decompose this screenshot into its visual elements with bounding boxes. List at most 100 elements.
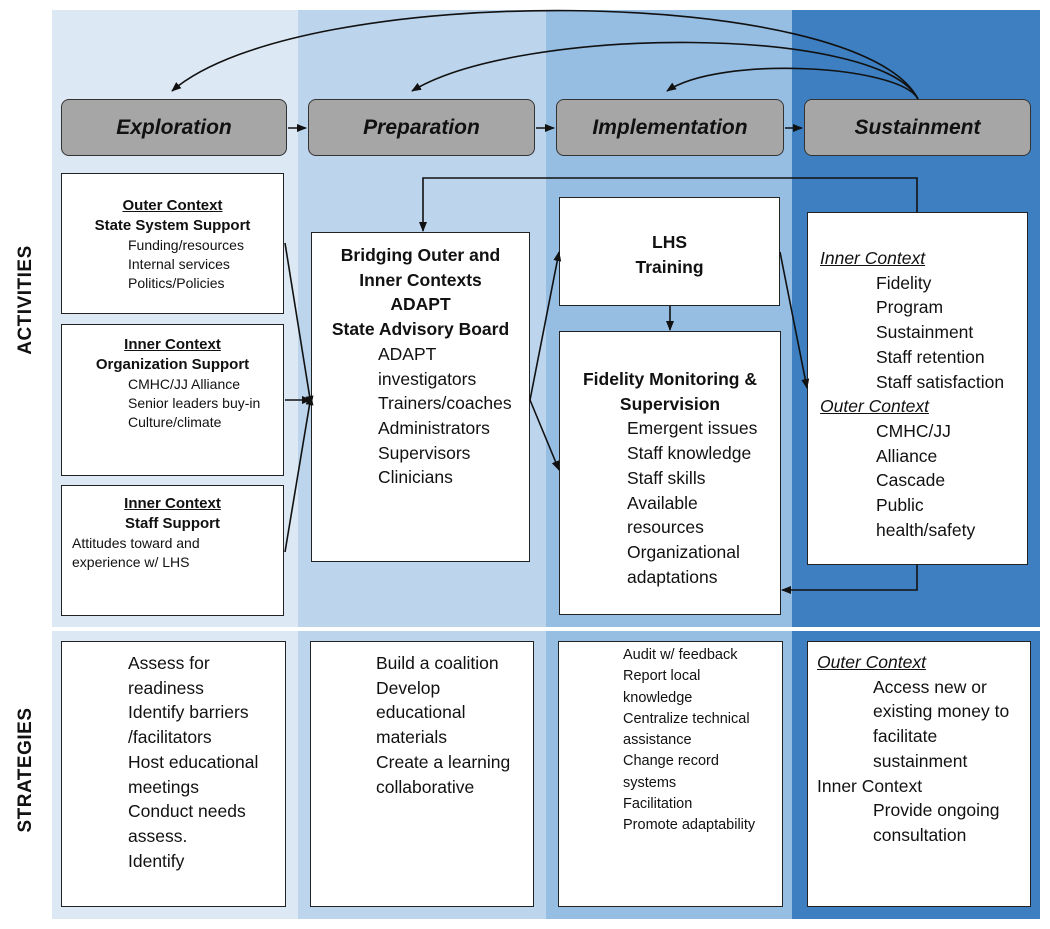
box-heading: Training <box>635 256 704 277</box>
fidelity-monitoring-box: Fidelity Monitoring & Supervision Emerge… <box>559 331 781 615</box>
box-subheading: State System Support <box>94 217 251 234</box>
inner-context-heading: Inner Context <box>820 248 926 268</box>
list-item: materials <box>376 727 447 748</box>
inner-context-heading: Inner Context <box>817 775 923 796</box>
list-item: Senior leaders buy-in <box>128 395 261 411</box>
list-item: Available <box>627 492 698 513</box>
box-subheading: Organization Support <box>95 356 250 373</box>
list-item: investigators <box>378 368 477 389</box>
box-heading: Fidelity Monitoring & <box>582 369 757 389</box>
list-item: Develop <box>376 677 441 698</box>
list-item: Politics/Policies <box>128 275 225 291</box>
lhs-training-box: LHS Training <box>559 197 780 306</box>
arrow-bridging-to-training <box>529 251 562 401</box>
outer-context-heading: Outer Context <box>820 396 929 417</box>
list-item: adaptations <box>627 566 718 587</box>
list-item: Identify <box>128 850 185 871</box>
box-heading: LHS <box>652 232 687 252</box>
feedback-arrow-implementation <box>666 67 919 100</box>
list-item: resources <box>627 517 704 538</box>
outer-context-state-system-box: Outer Context State System Support Fundi… <box>61 173 284 314</box>
phase-preparation: Preparation <box>308 99 535 156</box>
list-item: Culture/climate <box>128 414 222 430</box>
box-heading: Bridging Outer and <box>340 245 501 265</box>
box-heading: Inner Context <box>124 495 221 512</box>
list-item: Staff satisfaction <box>876 371 1005 392</box>
list-item: existing money to <box>873 701 1010 722</box>
list-item: collaborative <box>376 776 475 797</box>
list-item: assess. <box>128 825 188 846</box>
list-item: /facilitators <box>128 727 212 748</box>
list-item: Organizational <box>627 541 740 562</box>
list-item: Audit w/ feedback <box>623 647 738 663</box>
strategies-sustainment-box: Outer Context Access new or existing mon… <box>807 641 1031 907</box>
box-subheading: Staff Support <box>125 515 220 532</box>
list-item: Identify barriers <box>128 702 249 723</box>
list-item: Conduct needs <box>128 801 246 822</box>
list-item: Assess for <box>128 653 210 673</box>
loop-sustainment-to-bridging <box>419 177 918 232</box>
list-item: Promote adaptability <box>623 817 756 834</box>
phase-sustainment: Sustainment <box>804 99 1031 156</box>
list-item: Cascade <box>876 470 946 491</box>
box-heading: Supervision <box>619 393 721 414</box>
list-item: meetings <box>128 776 200 797</box>
list-item: Staff retention <box>876 346 985 367</box>
list-item: Host educational <box>128 751 259 772</box>
section-divider <box>52 627 1040 631</box>
box-heading: Inner Context <box>124 336 221 353</box>
list-item: Administrators <box>378 417 490 438</box>
list-item: CMHC/JJ <box>876 420 951 441</box>
list-item: Trainers/coaches <box>378 393 512 414</box>
strategies-preparation-box: Build a coalition Develop educational ma… <box>310 641 534 907</box>
list-item: Emergent issues <box>627 418 758 439</box>
strategies-implementation-box: Audit w/ feedback Report local knowledge… <box>558 641 783 907</box>
phase-implementation: Implementation <box>556 99 784 156</box>
list-item: readiness <box>128 677 204 698</box>
list-item: facilitate <box>873 726 938 747</box>
list-item: Build a coalition <box>376 653 499 673</box>
list-item: Provide ongoing <box>873 800 1000 821</box>
arrow-training-to-sustainment <box>779 251 810 389</box>
list-item: Report local <box>623 668 701 685</box>
list-item: Funding/resources <box>128 237 244 253</box>
list-item: sustainment <box>873 750 968 771</box>
list-item: educational <box>376 702 466 723</box>
inner-context-organization-box: Inner Context Organization Support CMHC/… <box>61 324 284 476</box>
inner-context-staff-box: Inner Context Staff Support Attitudes to… <box>61 485 284 616</box>
loop-sustainment-to-fidelity <box>781 565 918 594</box>
list-item: Access new or <box>873 676 987 697</box>
list-item: Fidelity <box>876 272 932 293</box>
list-item: Attitudes toward and <box>72 535 200 551</box>
arrow-outer-to-bridging <box>284 242 314 406</box>
box-heading: ADAPT <box>390 294 451 315</box>
list-item: ADAPT <box>378 343 437 364</box>
bridging-contexts-box: Bridging Outer and Inner Contexts ADAPT … <box>311 232 530 562</box>
arrow-bridging-to-fidelity <box>529 399 560 471</box>
list-item: Public <box>876 495 924 516</box>
list-item: Clinicians <box>378 467 453 488</box>
box-heading: Inner Contexts <box>359 269 482 290</box>
list-item: Facilitation <box>623 796 693 813</box>
list-item: Change record <box>623 753 719 770</box>
list-item: systems <box>623 774 677 791</box>
arrow-staff-to-bridging <box>284 395 314 553</box>
box-heading: State Advisory Board <box>331 319 510 340</box>
outer-context-heading: Outer Context <box>817 652 926 672</box>
list-item: experience w/ LHS <box>72 554 190 570</box>
list-item: consultation <box>873 824 967 845</box>
box-heading: Outer Context <box>122 197 223 214</box>
list-item: Staff knowledge <box>627 443 752 464</box>
list-item: CMHC/JJ Alliance <box>128 376 241 392</box>
strategies-exploration-box: Assess for readiness Identify barriers /… <box>61 641 286 907</box>
list-item: Alliance <box>876 445 938 466</box>
list-item: knowledge <box>623 689 693 706</box>
list-item: Centralize technical <box>623 710 750 727</box>
feedback-arrow-exploration <box>171 9 919 100</box>
list-item: Internal services <box>128 256 230 272</box>
list-item: Sustainment <box>876 322 974 343</box>
list-item: Create a learning <box>376 751 511 772</box>
list-item: Program <box>876 297 944 318</box>
list-item: assistance <box>623 732 692 749</box>
